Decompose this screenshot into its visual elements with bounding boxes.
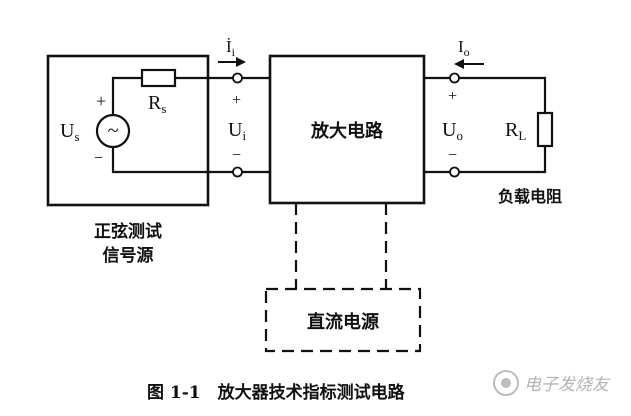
ui-label: Ui (228, 119, 246, 143)
output-current-arrow-head (454, 59, 464, 69)
watermark-logo-dot (501, 378, 511, 388)
output-bottom-wire-2 (459, 146, 547, 174)
rs-label: Rs (148, 92, 166, 116)
watermark-logo-icon (493, 370, 519, 396)
dc-power-supply-box (264, 287, 422, 353)
signal-source-box (46, 54, 210, 207)
io-label: Io (458, 37, 470, 59)
watermark: 电子发烧友 (493, 370, 611, 396)
input-plus: + (232, 92, 241, 109)
signal-source-label-line1: 正弦测试 (94, 221, 162, 242)
input-minus: − (232, 147, 241, 164)
source-resistor (140, 68, 177, 88)
rl-label: RL (505, 119, 526, 143)
figure-caption: 图 1-1 放大器技术指标测试电路 (147, 382, 406, 403)
uo-label: Uo (442, 119, 463, 143)
input-current-arrow-head (236, 57, 246, 67)
source-minus: − (94, 150, 103, 167)
watermark-text: 电子发烧友 (524, 375, 611, 395)
output-top-wire-2 (459, 76, 547, 113)
signal-source-label-line2: 信号源 (103, 245, 154, 266)
ii-label: İi (226, 37, 236, 59)
ac-source-circle (95, 113, 131, 149)
amplifier-label: 放大电路 (310, 120, 384, 142)
source-plus: + (96, 91, 106, 111)
input-terminal-top (232, 72, 243, 84)
us-label: Us (60, 120, 80, 144)
source-bottom-wire (111, 146, 208, 174)
output-minus: − (448, 147, 457, 164)
output-terminal-bottom (449, 166, 460, 178)
load-resistor-label: 负载电阻 (498, 187, 562, 206)
amplifier-box (268, 54, 426, 205)
dc-power-supply-label: 直流电源 (307, 311, 379, 333)
source-top-wire (111, 76, 142, 116)
input-terminal-bottom (232, 166, 243, 178)
output-terminal-top (449, 72, 460, 84)
ac-source-symbol: ~ (108, 120, 119, 142)
load-resistor (536, 111, 554, 148)
output-plus: + (448, 88, 457, 105)
